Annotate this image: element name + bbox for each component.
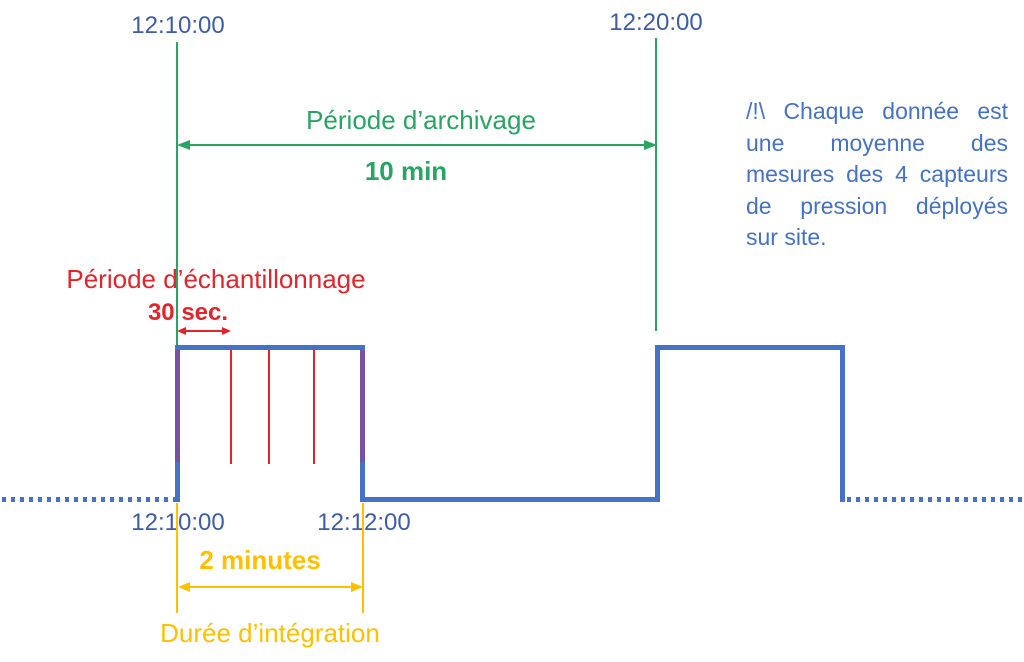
integration-label: Durée d’intégration	[160, 618, 380, 648]
archive-start-guide-line	[176, 42, 178, 348]
sampling-period-label: Période d’échantillonnage	[66, 264, 366, 294]
pulse1-falling-edge-sampling-overlap	[360, 350, 365, 462]
note-line-5: sur site.	[746, 224, 827, 250]
note-line-2: une moyenne des	[746, 129, 1008, 156]
sampling-tick-2	[268, 350, 270, 464]
archive-start-timestamp-top: 12:10:00	[131, 12, 225, 39]
sampling-arrow-line	[184, 330, 224, 332]
note-line-1: /!\ Chaque donnée est	[746, 98, 1008, 124]
integration-duration: 2 minutes	[199, 545, 321, 575]
signal-baseline-solid	[363, 497, 657, 502]
archive-period-label: Période d’archivage	[306, 105, 536, 135]
integration-end-guide-line	[362, 503, 364, 613]
archive-period-arrow-line	[188, 144, 646, 146]
sampling-period-duration: 30 sec.	[147, 299, 229, 326]
pulse2-falling-edge	[840, 345, 845, 502]
sampling-tick-3	[313, 350, 315, 464]
sampling-arrow-left-head-icon	[177, 327, 186, 335]
note-line-3: mesures des 4 capteurs	[746, 161, 1008, 187]
archive-end-timestamp-top: 12:20:00	[609, 9, 703, 36]
note-line-4: de pression déployés	[746, 192, 1008, 219]
signal-baseline-dotted-right	[847, 497, 1022, 502]
archive-end-guide-line	[655, 38, 657, 331]
pulse2-rising-edge	[655, 345, 660, 502]
sampling-tick-1	[230, 350, 232, 464]
pulse2-top	[655, 345, 845, 350]
sampling-arrow-right-head-icon	[222, 327, 231, 335]
archive-arrow-left-head-icon	[177, 140, 190, 150]
integration-arrow-line	[189, 586, 352, 588]
integration-start-timestamp: 12:10:00	[118, 509, 238, 537]
pulse1-top	[175, 345, 365, 350]
archive-arrow-right-head-icon	[644, 140, 657, 150]
integration-start-guide-line	[176, 503, 178, 613]
integration-end-timestamp: 12:12:00	[304, 509, 424, 537]
integration-arrow-left-head-icon	[178, 582, 190, 592]
signal-baseline-dotted-left	[2, 497, 175, 502]
pulse1-rising-edge-sampling-overlap	[175, 350, 180, 462]
note-paragraph: /!\ Chaque donnée est une moyenne des me…	[746, 96, 1008, 254]
integration-arrow-right-head-icon	[351, 582, 363, 592]
archive-period-duration: 10 min	[364, 156, 448, 186]
